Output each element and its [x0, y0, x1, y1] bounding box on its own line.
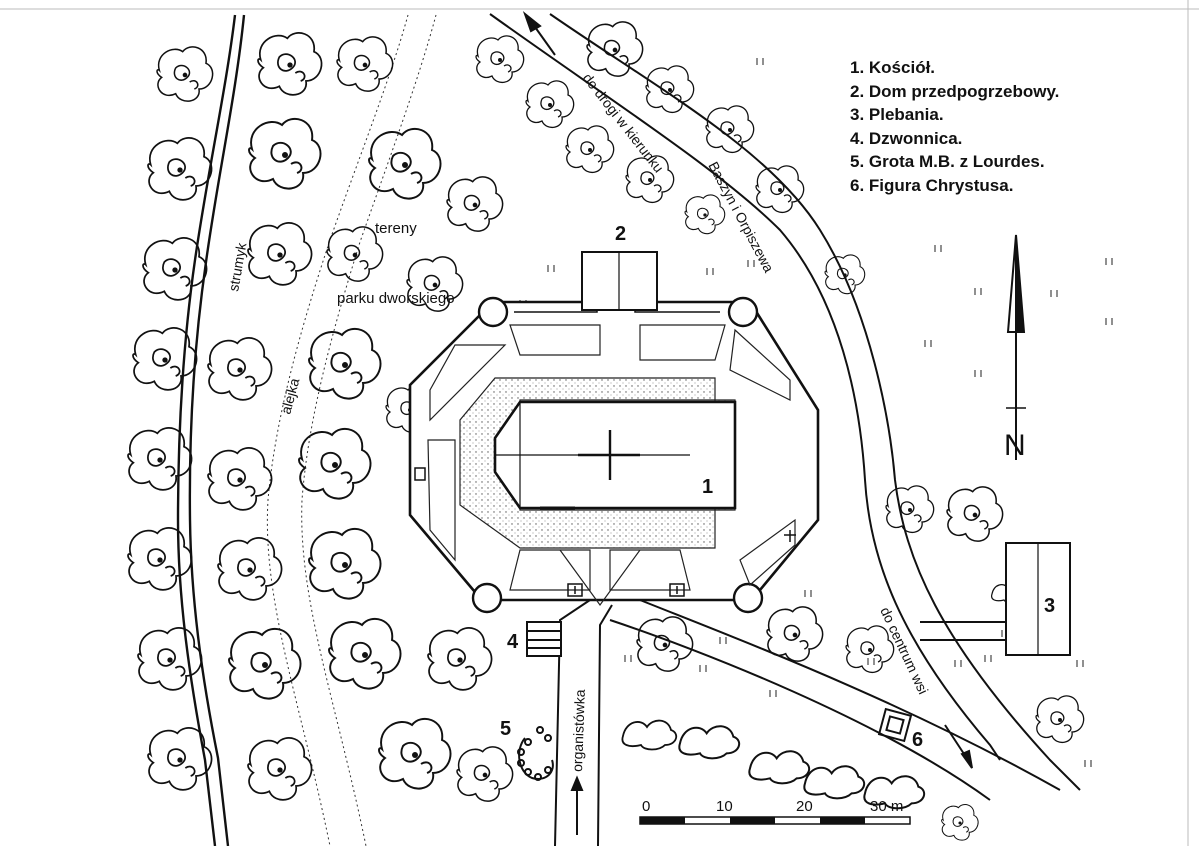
north-arrow — [1006, 234, 1026, 460]
rectory-marker: 3 — [1044, 595, 1055, 617]
christ-figure — [877, 707, 913, 743]
legend-item-funeral-home: 2. Dom przedpogrzebowy. — [850, 81, 1060, 101]
scale-tick-30m: 30 m — [870, 798, 903, 815]
grotto-marker: 5 — [500, 718, 511, 740]
belfry-marker: 4 — [507, 631, 519, 653]
church-building — [493, 400, 737, 510]
rectory — [1005, 542, 1071, 656]
graves — [414, 467, 796, 597]
organ-path — [554, 599, 613, 846]
roads — [489, 13, 1081, 801]
legend-item-rectory: 3. Plebania. — [850, 105, 944, 124]
belfry — [526, 621, 562, 657]
alley — [266, 14, 437, 846]
road-arrows — [522, 11, 973, 769]
grotto — [517, 726, 554, 781]
stream — [176, 14, 246, 846]
church-marker: 1 — [702, 476, 713, 498]
legend: 1. Kościół. 2. Dom przedpogrzebowy. 3. P… — [850, 56, 1059, 197]
park-label-line1: tereny — [375, 220, 417, 237]
christ-figure-marker: 6 — [912, 729, 923, 751]
legend-item-church: 1. Kościół. — [850, 58, 936, 77]
park-label-line2: parku dworskiego — [337, 290, 455, 307]
funeral-home-marker: 2 — [615, 223, 626, 245]
legend-item-belfry: 4. Dzwonnica. — [850, 128, 963, 148]
organ-path-label: organistówka — [569, 689, 588, 772]
organ-path-arrow — [570, 775, 584, 835]
scale-tick-0: 0 — [642, 798, 650, 815]
scale-tick-10: 10 — [716, 798, 733, 815]
scale-bar — [639, 816, 911, 825]
scale-tick-20: 20 — [796, 798, 813, 815]
legend-item-grotto: 5. Grota M.B. z Lourdes. — [850, 152, 1045, 171]
funeral-home — [581, 251, 658, 311]
legend-item-christ-figure: 6. Figura Chrystusa. — [850, 175, 1014, 195]
north-label: N — [1004, 429, 1026, 462]
churchyard-lawns — [427, 324, 796, 607]
